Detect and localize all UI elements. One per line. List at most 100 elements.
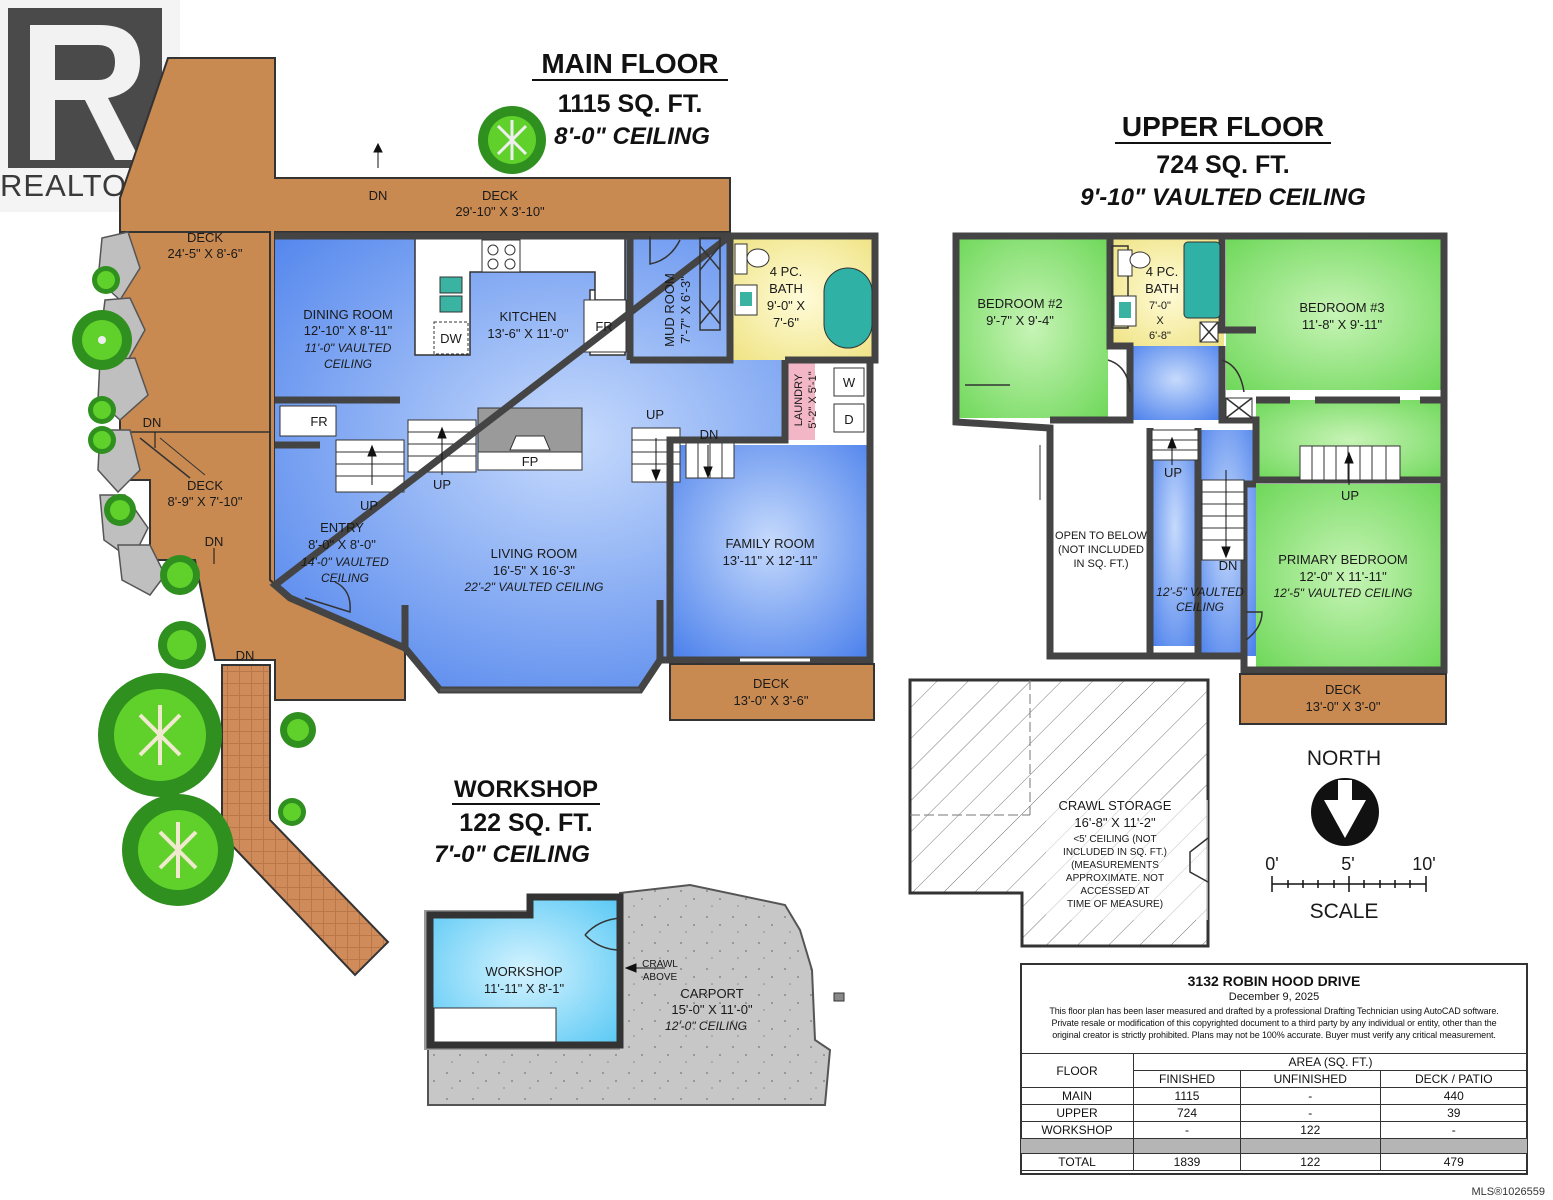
cell-deck: 440 [1379,1087,1529,1105]
property-address: 3132 ROBIN HOOD DRIVE [1187,973,1361,989]
workshop-floor-ceiling: 7'-0" CEILING [434,841,590,868]
carport-name: CARPORT [680,986,743,1001]
workshop-dim: 11'-11" X 8'-1" [484,981,565,996]
shrub-icon [92,266,120,294]
entry-name: ENTRY [320,520,364,535]
deck-left-name: DECK [187,230,223,245]
table-row: UPPER 724 - 39 [1020,1104,1529,1122]
primary-bedroom-name: PRIMARY BEDROOM [1278,552,1408,567]
disclaimer-line: Private resale or modification of this c… [1051,1018,1497,1028]
scale-bar [1271,876,1427,892]
up-label: UP [433,477,451,492]
bedroom-2-name: BEDROOM #2 [977,296,1062,311]
crawl-storage-note-4: APPROXIMATE. NOT [1066,873,1164,884]
primary-bedroom-dim: 12'-0" X 11'-11" [1299,569,1387,584]
shrub-icon [88,426,116,454]
family-deck [669,663,875,721]
col-unfinished: UNFINISHED [1240,1070,1381,1088]
floor-plan-info-box: 3132 ROBIN HOOD DRIVE December 9, 2025 T… [1020,963,1529,1175]
living-room-name: LIVING ROOM [491,546,578,561]
up-label: UP [1164,465,1182,480]
mud-room-name: MUD ROOM [662,273,677,347]
main-floor-title: MAIN FLOOR [541,48,718,79]
carport-ceiling: 12'-0" CEILING [665,1019,747,1033]
shrub-icon [280,712,316,748]
laundry-name: LAUNDRY [793,373,805,426]
upper-floor-plan [952,232,1448,725]
hall-upper-ceiling-2: CEILING [1176,600,1224,614]
up-label: UP [360,498,378,513]
dn-label: DN [205,534,224,549]
dn-label: DN [700,427,719,442]
deck-left-dim: 24'-5" X 8'-6" [168,246,243,261]
shrub-icon [158,621,206,669]
crawl-storage-note-2: INCLUDED IN SQ. FT.) [1063,847,1167,858]
bath-upper-dim-2: X [1156,315,1164,327]
fridge-label: FR [595,319,612,334]
cell-finished: - [1133,1121,1241,1139]
bath-upper-dim-3: 6'-8" [1149,330,1171,342]
upper-floor-title: UPPER FLOOR [1122,111,1324,142]
cell-finished: 1115 [1133,1087,1241,1105]
bedroom-3-dim: 11'-8" X 9'-11" [1302,317,1383,332]
north-arrow-icon [1311,778,1379,846]
bath-main-name: 4 PC. [770,264,803,279]
upper-floor-ceiling: 9'-10" VAULTED CEILING [1080,184,1366,211]
col-finished: FINISHED [1133,1070,1241,1088]
deck-side-dim: 8'-9" X 7'-10" [168,494,243,509]
cell-unfinished: 122 [1240,1153,1381,1171]
scale-10: 10' [1412,854,1435,874]
cell-floor: WORKSHOP [1020,1121,1134,1139]
dining-name: DINING ROOM [303,307,393,322]
cell-unfinished: - [1240,1087,1381,1105]
disclaimer-line: This floor plan has been laser measured … [1049,1006,1499,1016]
up-label: UP [646,407,664,422]
shrub-icon [160,555,200,595]
crawl-storage-plan [908,678,1210,948]
deck-top-dim: 29'-10" X 3'-10" [455,204,545,219]
plan-disclaimer: This floor plan has been laser measured … [1022,1003,1526,1041]
shrub-icon [88,396,116,424]
crawl-storage-dim: 16'-8" X 11'-2" [1074,815,1156,830]
table-subheader-row: FINISHED UNFINISHED DECK / PATIO [1021,1070,1529,1088]
tree-icon [72,310,132,370]
deck-upper-dim: 13'-0" X 3'-0" [1306,699,1381,714]
up-label: UP [1341,488,1359,503]
cell-unfinished: 122 [1240,1121,1381,1139]
cell-floor: TOTAL [1020,1153,1134,1171]
col-deck: DECK / PATIO [1379,1070,1529,1088]
cell-unfinished: - [1240,1104,1381,1122]
workshop-room-plan [426,893,845,1049]
crawl-storage-note-5: ACCESSED AT [1080,886,1149,897]
disclaimer-line: original creator is strictly prohibited.… [1052,1030,1496,1040]
table-total-row: TOTAL 1839 122 479 [1020,1153,1529,1171]
open-below-text: OPEN TO BELOW [1055,530,1148,542]
deck-family-dim: 13'-0" X 3'-6" [734,693,809,708]
bedroom-3-name: BEDROOM #3 [1299,300,1384,315]
bath-main-dim-2: 7'-6" [773,315,799,330]
tree-icon [98,673,222,797]
deck-family-name: DECK [753,676,789,691]
bath-main-dim: 9'-0" X [767,298,805,313]
bath-upper-name-2: BATH [1145,281,1179,296]
crawl-storage-name: CRAWL STORAGE [1059,798,1172,813]
living-room-ceiling: 22'-2" VAULTED CEILING [463,580,603,594]
mud-room-dim: 7'-7" X 6'-3" [678,276,693,344]
shrub-icon [104,494,136,526]
area-table: FLOOR AREA (SQ. FT.) FINISHED UNFINISHED… [1020,1053,1529,1171]
deck-upper-name: DECK [1325,682,1361,697]
shrub-icon [278,798,306,826]
tree-icon [478,106,546,174]
family-room-name: FAMILY ROOM [725,536,814,551]
dining-ceiling: 11'-0" VAULTED [305,341,392,355]
cell-floor: UPPER [1020,1104,1134,1122]
table-spacer-row [1020,1138,1529,1154]
washer-label: W [843,375,856,390]
stair-arrows [154,142,713,564]
bath-upper-dim: 7'-0" [1149,300,1171,312]
table-row: MAIN 1115 - 440 [1020,1087,1529,1105]
deck-side-name: DECK [187,478,223,493]
main-floor-area: 1115 SQ. FT. [558,90,703,118]
cell-floor: MAIN [1020,1087,1134,1105]
family-room-floor [670,445,870,660]
